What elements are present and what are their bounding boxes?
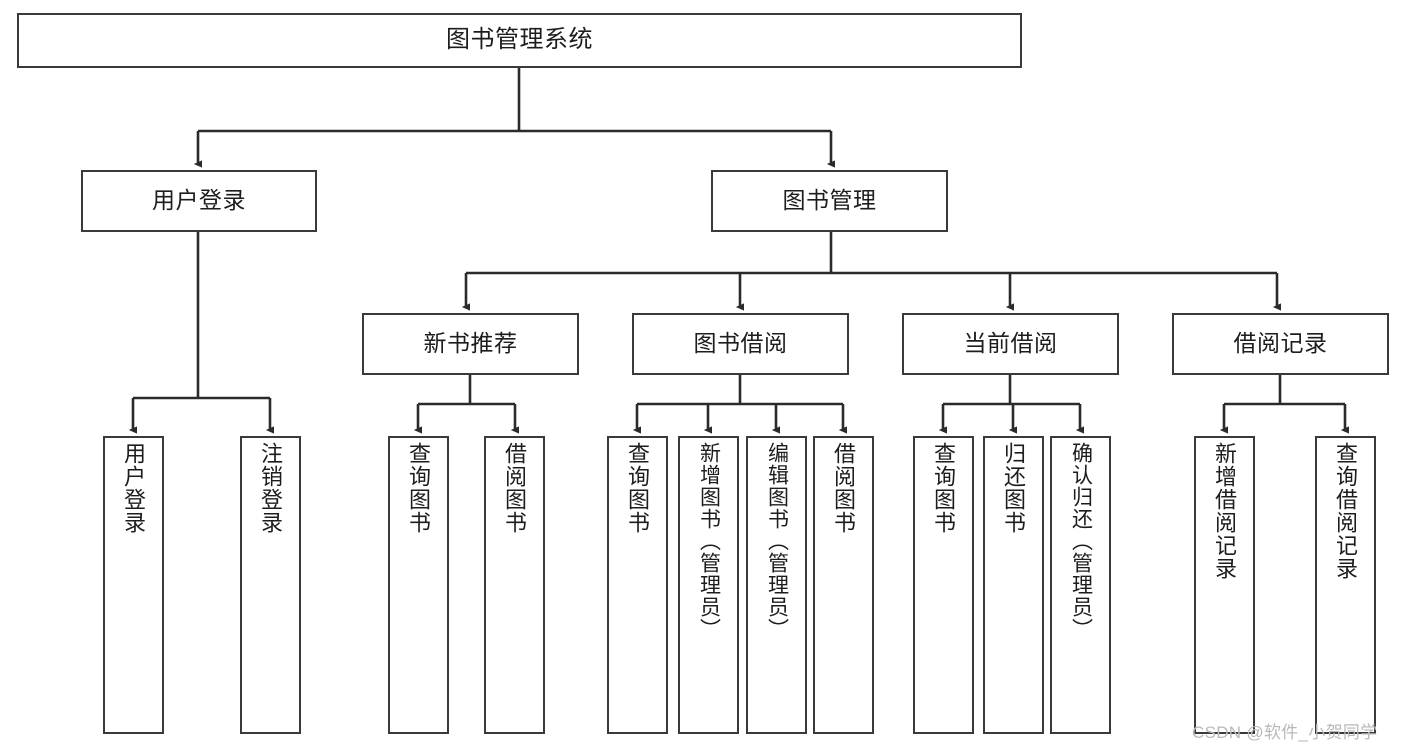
node-leaf-query-book-3[interactable]: 查询图书 xyxy=(913,436,974,734)
node-user-login[interactable]: 用户登录 xyxy=(81,170,317,232)
node-label: 注销登录 xyxy=(258,442,284,534)
node-borrow-record[interactable]: 借阅记录 xyxy=(1172,313,1389,375)
node-label: 查询图书 xyxy=(625,442,651,534)
node-book-borrow[interactable]: 图书借阅 xyxy=(632,313,849,375)
node-leaf-add-record[interactable]: 新增借阅记录 xyxy=(1194,436,1255,734)
node-label: 新书推荐 xyxy=(423,330,518,357)
node-label: 图书借阅 xyxy=(693,330,788,357)
node-current-borrow[interactable]: 当前借阅 xyxy=(902,313,1119,375)
node-leaf-query-book-1[interactable]: 查询图书 xyxy=(388,436,449,734)
node-label: 编辑图书（管理员） xyxy=(765,442,789,640)
node-label: 查询图书 xyxy=(406,442,432,534)
node-leaf-borrow-book-2[interactable]: 借阅图书 xyxy=(813,436,874,734)
node-label: 用户登录 xyxy=(121,442,147,534)
node-root-system[interactable]: 图书管理系统 xyxy=(17,13,1022,68)
node-leaf-borrow-book-1[interactable]: 借阅图书 xyxy=(484,436,545,734)
node-label: 查询借阅记录 xyxy=(1333,442,1359,580)
watermark-text: CSDN @软件_小贺同学 xyxy=(1192,723,1378,742)
node-label: 查询图书 xyxy=(931,442,957,534)
node-label: 图书管理系统 xyxy=(446,26,593,54)
node-leaf-edit-book[interactable]: 编辑图书（管理员） xyxy=(746,436,807,734)
node-book-manage[interactable]: 图书管理 xyxy=(711,170,948,232)
node-label: 图书管理 xyxy=(782,187,877,214)
node-leaf-query-book-2[interactable]: 查询图书 xyxy=(607,436,668,734)
node-leaf-return-book[interactable]: 归还图书 xyxy=(983,436,1044,734)
node-label: 用户登录 xyxy=(152,187,246,214)
node-label: 借阅图书 xyxy=(502,442,528,534)
node-label: 借阅图书 xyxy=(831,442,857,534)
node-leaf-query-record[interactable]: 查询借阅记录 xyxy=(1315,436,1376,734)
node-label: 新增图书（管理员） xyxy=(697,442,721,640)
node-label: 确认归还（管理员） xyxy=(1069,442,1093,640)
node-leaf-add-book[interactable]: 新增图书（管理员） xyxy=(678,436,739,734)
node-label: 借阅记录 xyxy=(1233,330,1328,357)
node-label: 当前借阅 xyxy=(963,330,1058,357)
node-label: 归还图书 xyxy=(1001,442,1027,534)
node-leaf-user-logout[interactable]: 注销登录 xyxy=(240,436,301,734)
node-new-book-recommend[interactable]: 新书推荐 xyxy=(362,313,579,375)
node-leaf-user-login[interactable]: 用户登录 xyxy=(103,436,164,734)
node-label: 新增借阅记录 xyxy=(1212,442,1238,580)
node-leaf-confirm-return[interactable]: 确认归还（管理员） xyxy=(1050,436,1111,734)
